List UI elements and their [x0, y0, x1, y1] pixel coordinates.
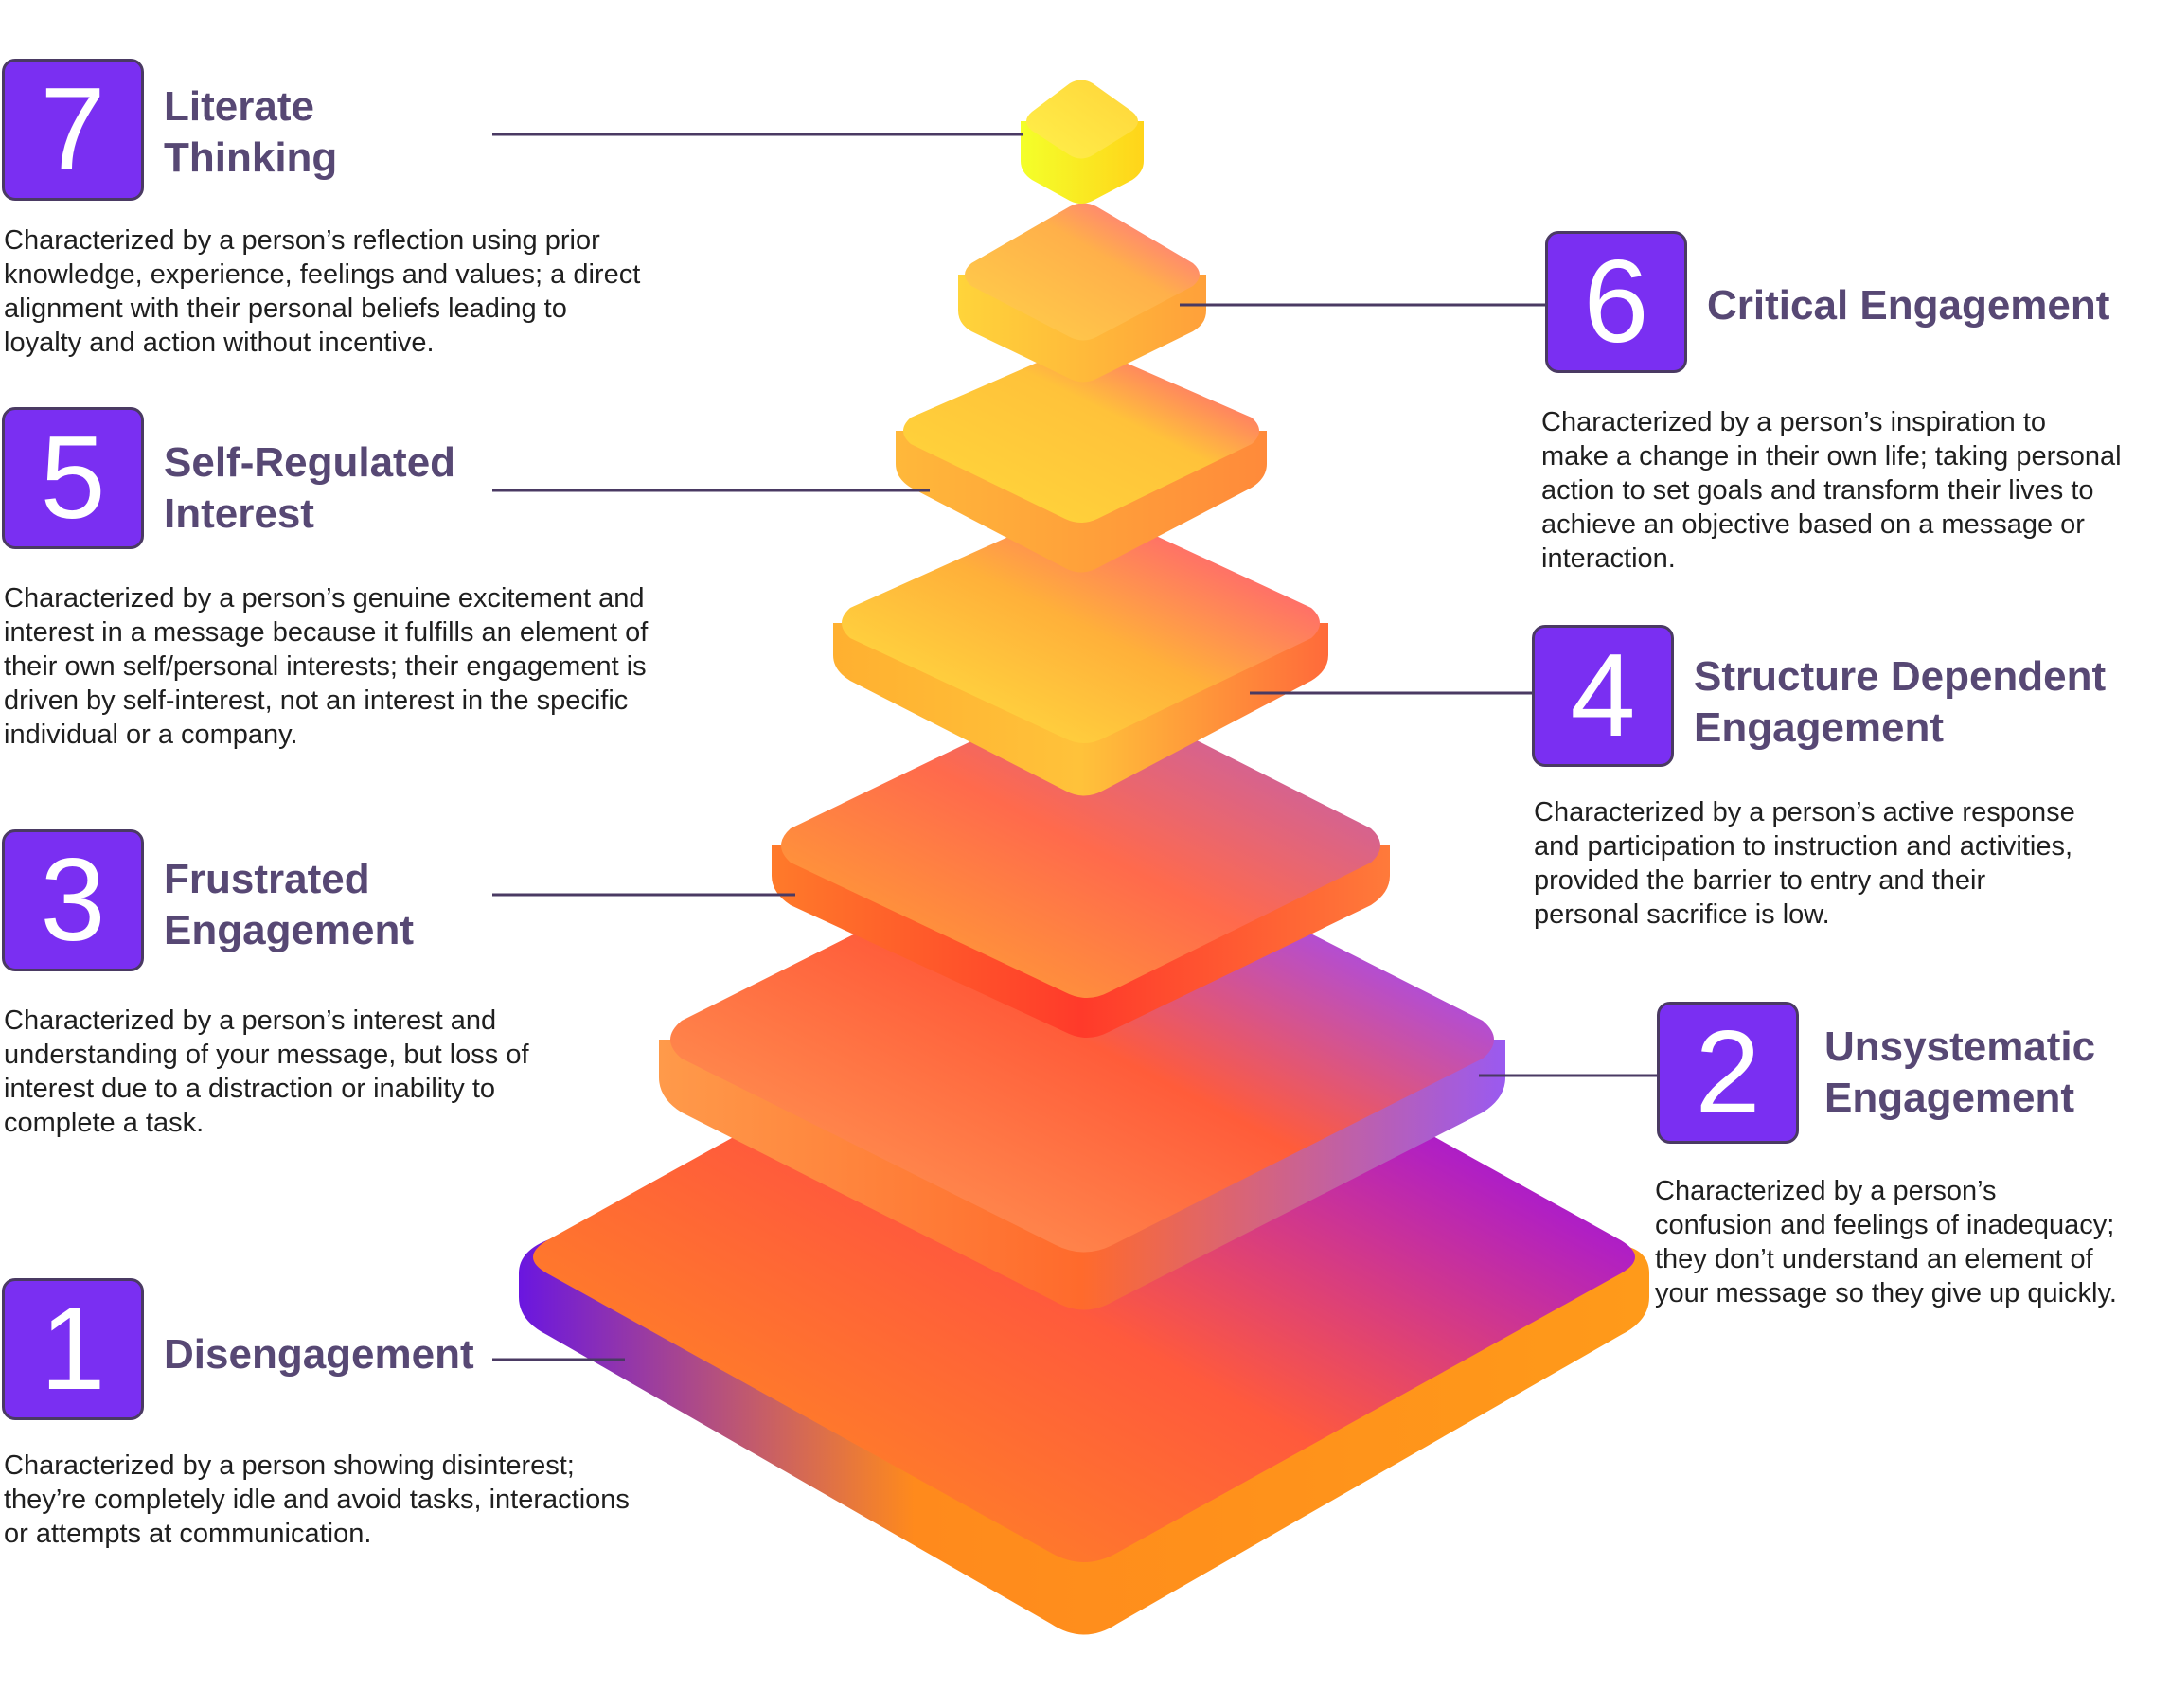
stage-4-desc-line-2: and participation to instruction and act…	[1534, 831, 2073, 862]
stage-1-desc-line-1: Characterized by a person showing disint…	[4, 1450, 575, 1481]
tier-5	[896, 347, 1267, 573]
stage-4-number: 4	[1532, 625, 1674, 767]
tier-4	[833, 507, 1328, 796]
stage-4-title-line-1: Structure Dependent	[1694, 653, 2107, 700]
stage-7-number: 7	[2, 59, 144, 201]
stage-4-title-line-2: Engagement	[1694, 704, 1945, 751]
stage-5-desc-line-1: Characterized by a person’s genuine exci…	[4, 583, 645, 614]
stage-2-number: 2	[1657, 1002, 1799, 1144]
stage-5-desc-line-4: driven by self-interest, not an interest…	[4, 685, 629, 716]
stage-5-description: Characterized by a person’s genuine exci…	[4, 581, 648, 752]
stage-2-desc-line-4: your message so they give up quickly.	[1655, 1278, 2117, 1308]
tier-3-top	[781, 689, 1380, 998]
stage-5-title: Self-Regulated Interest	[164, 437, 455, 540]
stage-4-description: Characterized by a person’s active respo…	[1534, 795, 2075, 932]
stage-1-desc-line-3: or attempts at communication.	[4, 1519, 372, 1549]
stage-4-desc-line-4: personal sacrifice is low.	[1534, 899, 1830, 930]
stage-6-desc-line-1: Characterized by a person’s inspiration …	[1541, 407, 2047, 437]
stage-3-title-line-1: Frustrated	[164, 856, 370, 902]
tier-7-top	[1026, 80, 1138, 159]
stage-6-description: Characterized by a person’s inspiration …	[1541, 405, 2122, 576]
stage-5-number: 5	[2, 407, 144, 549]
stage-5-title-line-1: Self-Regulated	[164, 439, 456, 486]
stage-3-number: 3	[2, 829, 144, 971]
stage-7-desc-line-3: alignment with their personal beliefs le…	[4, 294, 567, 324]
stage-3-desc-line-4: complete a task.	[4, 1108, 205, 1138]
tier-4-top	[842, 507, 1320, 743]
stage-3-title: Frustrated Engagement	[164, 854, 414, 956]
stage-1-desc-line-2: they’re completely idle and avoid tasks,…	[4, 1485, 630, 1515]
stage-6-desc-line-3: action to set goals and transform their …	[1541, 475, 2094, 506]
stage-6-title: Critical Engagement	[1707, 280, 2109, 331]
stage-7-desc-line-2: knowledge, experience, feelings and valu…	[4, 259, 641, 290]
stage-7-description: Characterized by a person’s reflection u…	[4, 223, 640, 360]
stage-5-desc-line-3: their own self/personal interests; their…	[4, 651, 647, 682]
stage-1-title-line-1: Disengagement	[164, 1331, 474, 1378]
tier-5-top	[903, 347, 1259, 523]
tier-3	[772, 689, 1390, 1038]
stage-6-desc-line-4: achieve an objective based on a message …	[1541, 509, 2085, 540]
stage-7-desc-line-1: Characterized by a person’s reflection u…	[4, 225, 600, 256]
stage-6-number: 6	[1545, 231, 1687, 373]
stage-5-title-line-2: Interest	[164, 490, 314, 537]
stage-2-desc-line-2: confusion and feelings of inadequacy;	[1655, 1210, 2115, 1240]
stage-4-title: Structure Dependent Engagement	[1694, 651, 2106, 754]
stage-1-number: 1	[2, 1278, 144, 1420]
stage-7-title-line-1: Literate	[164, 83, 314, 130]
stage-2-title-line-1: Unsystematic	[1824, 1023, 2096, 1070]
stage-7-desc-line-4: loyalty and action without incentive.	[4, 328, 435, 358]
stage-3-desc-line-3: interest due to a distraction or inabili…	[4, 1074, 496, 1104]
stage-6-title-line-1: Critical Engagement	[1707, 282, 2110, 329]
stage-5-desc-line-2: interest in a message because it fulfill…	[4, 617, 649, 648]
stage-6-desc-line-2: make a change in their own life; taking …	[1541, 441, 2122, 471]
stage-7-title: Literate Thinking	[164, 81, 337, 184]
stage-7-title-line-2: Thinking	[164, 134, 338, 181]
tier-6-top	[965, 203, 1200, 341]
stage-2-title: Unsystematic Engagement	[1824, 1022, 2095, 1124]
stage-4-desc-line-3: provided the barrier to entry and their	[1534, 865, 1986, 896]
stage-3-desc-line-1: Characterized by a person’s interest and	[4, 1005, 497, 1036]
stage-2-description: Characterized by a person’s confusion an…	[1655, 1174, 2117, 1310]
stage-3-desc-line-2: understanding of your message, but loss …	[4, 1040, 529, 1070]
stage-2-desc-line-1: Characterized by a person’s	[1655, 1176, 1997, 1206]
stage-6-desc-line-5: interaction.	[1541, 543, 1676, 574]
stage-3-description: Characterized by a person’s interest and…	[4, 1004, 529, 1140]
stage-2-desc-line-3: they don’t understand an element of	[1655, 1244, 2093, 1274]
tier-7	[1021, 80, 1144, 204]
stage-2-title-line-2: Engagement	[1824, 1075, 2075, 1121]
stage-1-description: Characterized by a person showing disint…	[4, 1449, 630, 1551]
tier-6	[958, 203, 1206, 383]
stage-1-title: Disengagement	[164, 1329, 474, 1380]
stage-3-title-line-2: Engagement	[164, 907, 415, 953]
stage-5-desc-line-5: individual or a company.	[4, 720, 298, 750]
stage-4-desc-line-1: Characterized by a person’s active respo…	[1534, 797, 2075, 827]
